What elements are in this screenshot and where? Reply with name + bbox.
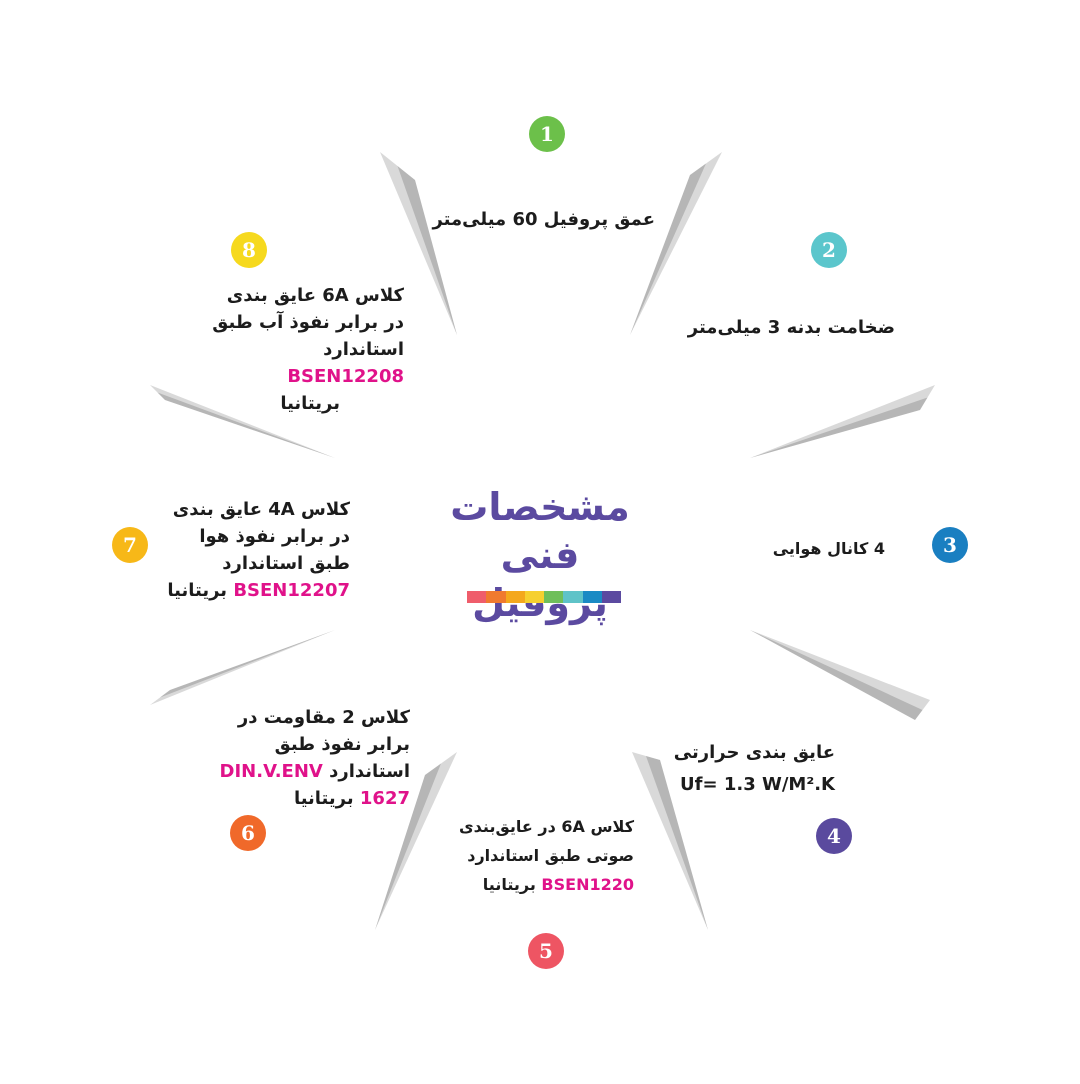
spec-item-6-line2: برابر نفوذ طبق: [274, 734, 410, 755]
spec-item-6-line1: کلاس 2 مقاومت در: [237, 707, 410, 728]
spec-item-4-line1: عایق بندی حرارتی: [673, 742, 835, 763]
number-badge-7: 7: [112, 527, 148, 563]
spec-item-5-standard: BSEN1220: [541, 875, 634, 894]
center-title-line1: مشخصات فنی: [450, 485, 630, 577]
color-swatch: [524, 591, 544, 603]
ray-shape: [632, 752, 708, 930]
ray-shape: [375, 752, 457, 930]
number-badge-6: 6: [230, 815, 266, 851]
ray-shadow: [157, 392, 335, 458]
spec-item-2: ضخامت بدنه 3 میلی‌متر: [650, 314, 895, 341]
number-badge-8: 8: [231, 232, 267, 268]
spec-item-8: کلاس 6A عایق بندی در برابر نفوذ آب طبق ا…: [208, 282, 404, 417]
ray-shape: [150, 385, 335, 458]
ray-shape: [630, 152, 722, 335]
ray-shape: [750, 630, 930, 720]
ray-shadow: [750, 397, 928, 458]
spec-item-5-country: بریتانیا: [482, 875, 542, 894]
spec-item-7-line4: BSEN12207 بریتانیا: [160, 577, 350, 604]
ray-shadow: [397, 166, 457, 335]
number-badge-3: 3: [932, 527, 968, 563]
spec-item-4: عایق بندی حرارتی Uf= 1.3 W/M².K: [640, 737, 835, 801]
number-badge-1: 1: [529, 116, 565, 152]
spec-item-7-line1: کلاس 4A عایق بندی: [172, 499, 350, 520]
spec-item-2-line1: ضخامت بدنه 3 میلی‌متر: [687, 317, 895, 338]
color-swatch: [544, 591, 564, 603]
spec-item-8-line1: کلاس 6A عایق بندی: [226, 285, 404, 306]
ray-shadow: [646, 756, 708, 930]
ray-shape: [750, 385, 935, 458]
number-badge-5: 5: [528, 933, 564, 969]
spec-item-6-line3-text: استاندارد: [322, 761, 410, 782]
color-swatch: [582, 591, 602, 603]
spec-item-4-line2: Uf= 1.3 W/M².K: [680, 774, 835, 795]
ray-shadow: [630, 163, 706, 335]
spec-item-6-country: بریتانیا: [293, 788, 360, 809]
spec-item-6-line4: 1627 بریتانیا: [218, 785, 410, 812]
spec-item-7: کلاس 4A عایق بندی در برابر نفوذ هوا طبق …: [160, 496, 350, 604]
spec-item-5-line2: صوتی طبق استاندارد: [467, 846, 634, 865]
spec-item-8-line2: در برابر نفوذ آب طبق: [212, 312, 404, 333]
spec-item-3: 4 کانال هوایی: [740, 535, 885, 562]
spec-item-6: کلاس 2 مقاومت در برابر نفوذ طبق استاندار…: [218, 704, 410, 812]
spec-item-7-country: بریتانیا: [167, 580, 234, 601]
ray-shadow: [160, 630, 335, 698]
spec-item-3-line1: 4 کانال هوایی: [772, 539, 885, 558]
spec-item-1: عمق پروفیل 60 میلی‌متر: [410, 206, 655, 233]
rainbow-color-bar: [467, 591, 621, 603]
color-swatch: [467, 591, 487, 603]
center-title-line2: پروفیل: [472, 581, 608, 625]
spec-item-8-line3-text: استاندارد: [323, 339, 404, 360]
spec-item-6-standard: DIN.V.ENV: [219, 761, 323, 782]
spec-item-7-line3: طبق استاندارد: [222, 553, 350, 574]
color-swatch: [486, 591, 506, 603]
spec-item-5-line3: BSEN1220 بریتانیا: [436, 870, 634, 899]
spec-item-8-standard: BSEN12208: [287, 366, 404, 387]
spec-item-6-standard-number: 1627: [359, 788, 410, 809]
number-badge-4: 4: [816, 818, 852, 854]
ray-shadow: [750, 630, 923, 720]
ray-shadow: [375, 763, 441, 930]
spec-item-6-line3: استاندارد DIN.V.ENV: [218, 758, 410, 785]
color-swatch: [563, 591, 583, 603]
spec-item-1-line1: عمق پروفیل 60 میلی‌متر: [432, 209, 655, 230]
ray-shape: [150, 630, 335, 705]
spec-item-5-line1: کلاس 6A در عایق‌بندی: [459, 817, 634, 836]
spec-item-5: کلاس 6A در عایق‌بندی صوتی طبق استاندارد …: [436, 812, 634, 899]
color-swatch: [505, 591, 525, 603]
spec-item-8-line4: بریتانیا: [280, 393, 340, 414]
spec-item-7-standard: BSEN12207: [233, 580, 350, 601]
spec-item-8-line3: استاندارد BSEN12208: [208, 336, 404, 390]
color-swatch: [601, 591, 621, 603]
center-title: مشخصات فنی پروفیل: [420, 483, 660, 627]
number-badge-2: 2: [811, 232, 847, 268]
spec-item-7-line2: در برابر نفوذ هوا: [199, 526, 350, 547]
ray-shape: [380, 152, 457, 335]
